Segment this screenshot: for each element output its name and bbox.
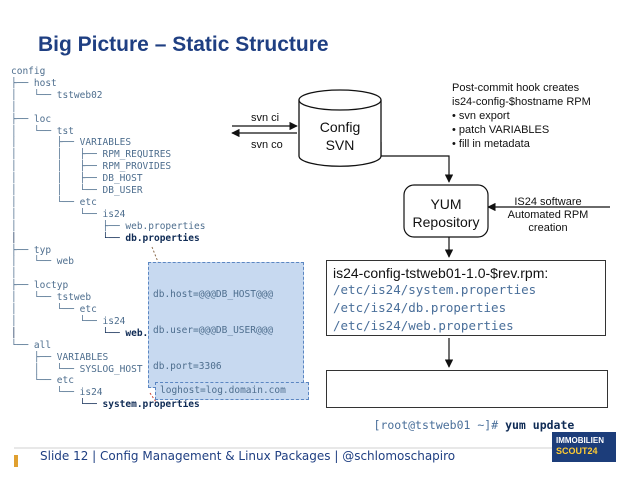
is24-software-line1: IS24 software xyxy=(514,196,582,208)
db-user-line: db.user=@@@DB_USER@@@ xyxy=(153,325,274,336)
svn-co-label: svn co xyxy=(251,139,283,151)
is24-software-line2: Automated RPM xyxy=(507,209,589,221)
yum-repository-box xyxy=(403,184,489,238)
post-commit-bullet: • patch VARIABLES xyxy=(452,124,550,136)
tree-line: └── is24 xyxy=(11,387,103,399)
yum-line2: Repository xyxy=(412,214,480,230)
rpm-file: /etc/is24/db.properties xyxy=(333,300,507,315)
tree-line: ├── loctyp xyxy=(11,280,69,292)
tree-line: │ xyxy=(11,268,17,280)
logo-line1: IMMOBILIEN xyxy=(556,436,604,445)
tree-line: │ ├── VARIABLES xyxy=(11,137,132,149)
tree-line: └── etc xyxy=(11,375,74,387)
svn-cylinder xyxy=(298,89,382,167)
post-commit-bullet: • svn export xyxy=(452,110,510,122)
tree-line: │ xyxy=(11,101,17,113)
tree-line: └── all xyxy=(11,339,52,351)
tree-line: config xyxy=(11,66,46,77)
rpm-box: is24-config-tstweb01-1.0-$rev.rpm: /etc/… xyxy=(326,260,606,336)
tree-line: ├── typ xyxy=(11,244,52,256)
command-box: [root@tstweb01 ~]# yum update xyxy=(326,370,608,432)
tree-line: │ └── tstweb xyxy=(11,292,92,304)
tree-line: │ └── web xyxy=(11,256,74,268)
footer-text: Slide 12 | Config Management & Linux Pac… xyxy=(40,449,456,463)
slide-title: Big Picture – Static Structure xyxy=(38,33,329,56)
rpm-file: /etc/is24/system.properties xyxy=(333,282,537,297)
tree-line: │ └── etc xyxy=(11,304,97,315)
tree-line: │ └── is24 xyxy=(11,208,126,220)
tree-line: └── system.properties xyxy=(11,399,200,411)
yum-line1: YUM xyxy=(430,196,462,212)
tree-line: │ │ ├── RPM_REQUIRES xyxy=(11,149,172,161)
tree-line: │ └── db.properties xyxy=(11,232,200,244)
db-properties-box: db.host=@@@DB_HOST@@@ db.user=@@@DB_USER… xyxy=(148,262,304,388)
svn-ci-label: svn ci xyxy=(251,112,280,124)
yum-repository-text: YUM Repository xyxy=(404,195,488,231)
tree-line: │ │ ├── DB_HOST xyxy=(11,173,143,185)
svn-cylinder-text: Config SVN xyxy=(300,118,380,154)
is24-software-note: IS24 software Automated RPM creation xyxy=(498,196,598,235)
command-text: yum update xyxy=(505,418,575,432)
tree-line: │ └── tst xyxy=(11,125,74,137)
tree-line: │ │ └── DB_USER xyxy=(11,185,143,196)
db-port-line: db.port=3306 xyxy=(153,361,222,372)
loghost-connector xyxy=(149,392,157,403)
svn-line2: SVN xyxy=(325,137,355,153)
tree-line: │ └── SYSLOG_HOST xyxy=(11,363,143,375)
post-commit-heading1: Post-commit hook creates xyxy=(452,82,580,94)
tree-line: │ │ ├── RPM_PROVIDES xyxy=(11,161,172,173)
tree-line: │ └── tstweb02 xyxy=(11,89,103,101)
db-host-line: db.host=@@@DB_HOST@@@ xyxy=(153,289,274,300)
immobilienscout24-logo: IMMOBILIEN SCOUT24 xyxy=(552,432,616,462)
tree-line: │ ├── web.properties xyxy=(11,220,206,232)
logo-line2-text: SCOUT24 xyxy=(556,446,598,456)
db-connector xyxy=(151,246,159,263)
rpm-title: is24-config-tstweb01-1.0-$rev.rpm: xyxy=(333,265,549,281)
is24-software-line3: creation xyxy=(528,222,568,234)
post-commit-heading2: is24-config-$hostname RPM xyxy=(452,96,591,108)
command-prompt: [root@tstweb01 ~]# xyxy=(373,418,506,432)
svn-to-yum-path xyxy=(380,142,454,183)
rpm-file: /etc/is24/web.properties xyxy=(333,318,514,333)
tree-line: ├── loc xyxy=(11,113,52,125)
config-tree: config├── host│ └── tstweb02│├── loc│ └─… xyxy=(11,66,261,416)
loghost-box: loghost=log.domain.com xyxy=(155,382,309,400)
tree-line: ├── host xyxy=(11,77,57,89)
svn-line1: Config xyxy=(319,119,361,135)
footer-accent-bar xyxy=(14,455,18,467)
tree-line: │ └── is24 xyxy=(11,315,126,327)
tree-line: │ └── etc xyxy=(11,196,97,208)
logo-line2: SCOUT24 xyxy=(556,446,612,457)
tree-line: ├── VARIABLES xyxy=(11,351,109,363)
post-commit-note: Post-commit hook creates is24-config-$ho… xyxy=(452,81,591,151)
post-commit-bullet: • fill in metadata xyxy=(452,138,530,150)
